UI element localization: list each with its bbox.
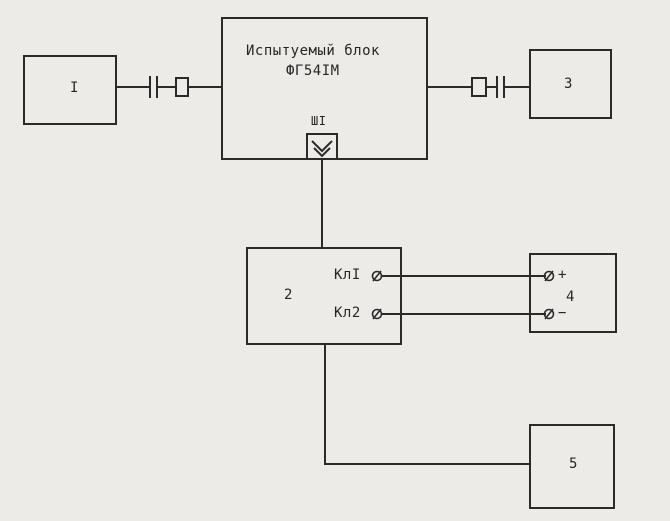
block-3 bbox=[529, 49, 612, 119]
block-5 bbox=[529, 424, 615, 509]
tested-block-title: Испытуемый блок bbox=[246, 43, 380, 59]
block-2 bbox=[246, 247, 402, 345]
block-3-label: 3 bbox=[564, 76, 573, 92]
resistor-left bbox=[175, 77, 189, 97]
block-5-label: 5 bbox=[569, 456, 578, 472]
terminal-kl2-circle bbox=[371, 308, 383, 320]
block-4 bbox=[529, 253, 617, 333]
block-2-label: 2 bbox=[284, 287, 293, 303]
terminal-kl1-circle bbox=[371, 270, 383, 282]
connector-chevron-2 bbox=[313, 147, 331, 158]
connector-chevron-1 bbox=[311, 140, 333, 153]
tested-block-model: ФГ54IМ bbox=[286, 63, 340, 79]
block-1 bbox=[23, 55, 117, 125]
resistor-right bbox=[471, 77, 487, 97]
terminal-plus-circle bbox=[543, 270, 555, 282]
tested-block bbox=[221, 17, 428, 160]
block-4-minus-sign: − bbox=[558, 305, 567, 321]
connector-shi-label: ШI bbox=[311, 114, 327, 128]
block-4-plus-sign: + bbox=[558, 267, 567, 283]
block-4-label: 4 bbox=[566, 289, 575, 305]
terminal-kl2-label: Кл2 bbox=[334, 305, 361, 321]
block-1-label: I bbox=[70, 80, 79, 96]
wire-2-to-5 bbox=[324, 344, 530, 465]
terminal-kl1-label: КлI bbox=[334, 267, 361, 283]
terminal-minus-circle bbox=[543, 308, 555, 320]
